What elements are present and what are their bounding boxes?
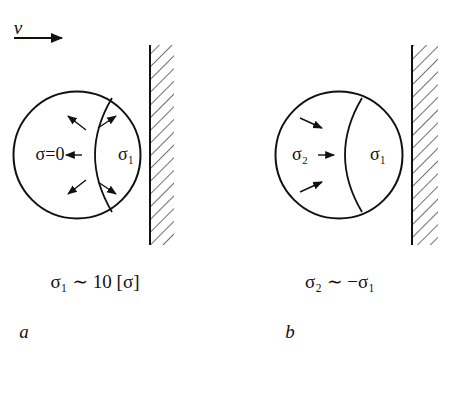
wave-front <box>345 98 362 212</box>
wall <box>150 45 174 245</box>
stress-label: σ=0 <box>36 145 65 165</box>
wave-front <box>95 98 112 212</box>
stress-label: σ₁ <box>370 145 386 165</box>
stress-relation: σ₁ ∼ 10 [σ] <box>51 272 140 293</box>
stress-arrows <box>66 116 116 194</box>
panel-letter: b <box>285 322 295 343</box>
particle-circle: σ₂ σ₁ <box>274 90 404 220</box>
stress-relation: σ₂ ∼ −σ₁ <box>305 272 375 293</box>
particle-circle: σ=0 σ₁ <box>12 90 142 220</box>
velocity-label: v <box>14 18 22 39</box>
stress-label: σ₁ <box>118 145 134 165</box>
wall <box>412 45 438 245</box>
panel-letter: a <box>19 322 29 343</box>
stress-label: σ₂ <box>292 145 308 165</box>
